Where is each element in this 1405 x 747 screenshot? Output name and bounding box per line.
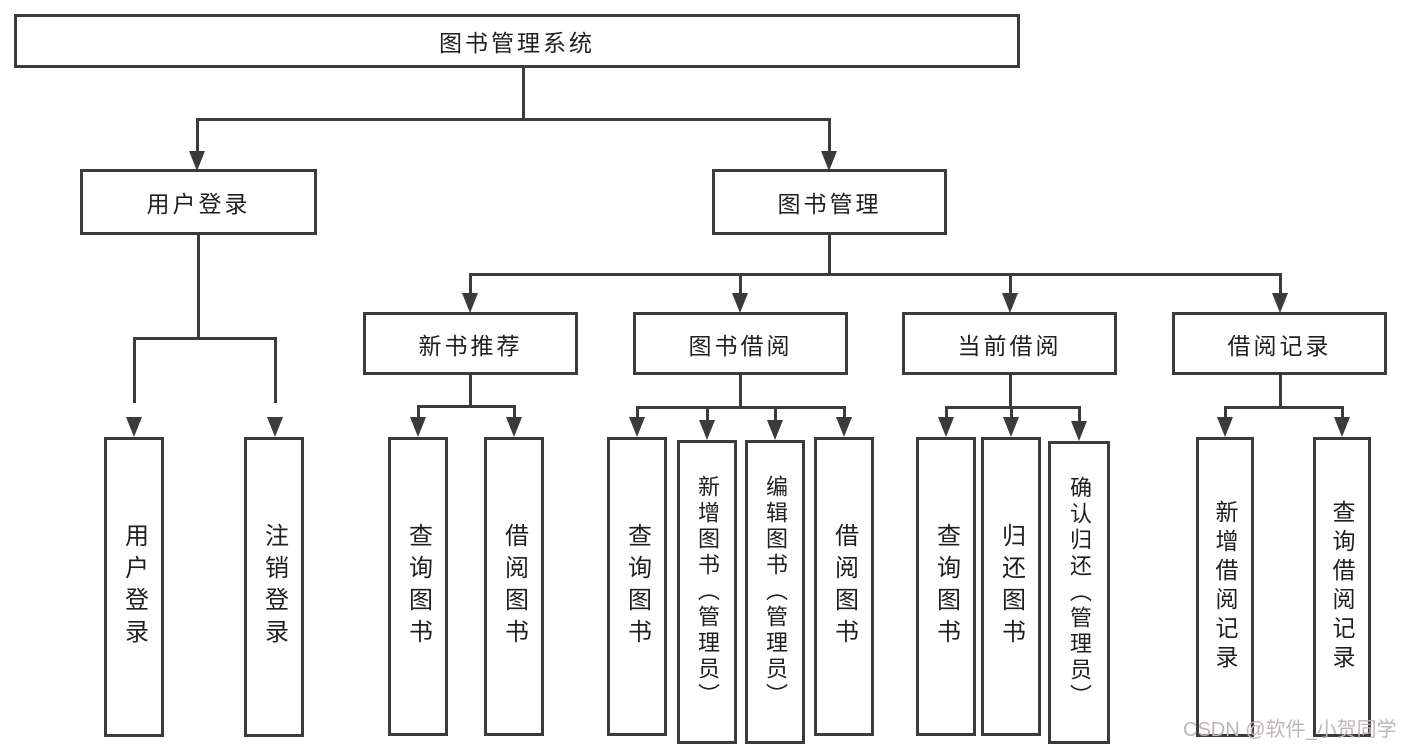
arrow-down-icon [732, 293, 748, 313]
leaf-cb-confirm-return-admin: 确认归还（管理员） [1048, 441, 1110, 744]
connector-line [418, 405, 515, 408]
arrow-down-icon [267, 417, 283, 437]
connector-line [1224, 406, 1227, 422]
connector-line [1225, 406, 1343, 409]
connector-line [828, 233, 831, 275]
arrow-down-icon [506, 417, 522, 437]
connector-line [469, 373, 472, 407]
arrow-down-icon [126, 417, 142, 437]
node-borrowing-records: 借阅记录 [1172, 312, 1387, 375]
leaf-bb-add-books-admin: 新增图书（管理员） [677, 440, 737, 744]
arrow-down-icon [699, 420, 715, 440]
connector-line [843, 406, 846, 422]
node-current-borrowing: 当前借阅 [902, 312, 1117, 375]
connector-line [636, 406, 639, 422]
connector-line [1279, 373, 1282, 408]
arrow-down-icon [1071, 421, 1087, 441]
connector-line [1078, 406, 1081, 422]
leaf-logout: 注销登录 [244, 437, 304, 737]
connector-line [739, 373, 742, 408]
leaf-cb-return-books: 归还图书 [981, 437, 1041, 736]
leaf-rec-query-books: 查询图书 [388, 437, 448, 736]
connector-line [1279, 273, 1282, 299]
connector-line [706, 406, 709, 422]
arrow-down-icon [767, 420, 783, 440]
arrow-down-icon [629, 417, 645, 437]
arrow-down-icon [836, 417, 852, 437]
connector-line [945, 406, 948, 422]
leaf-bb-borrow-books: 借阅图书 [814, 437, 874, 736]
connector-line [197, 233, 200, 339]
leaf-bb-edit-books-admin: 编辑图书（管理员） [745, 440, 805, 744]
connector-line [470, 273, 1281, 276]
connector-line [739, 273, 742, 299]
connector-line [274, 337, 277, 403]
connector-line [196, 118, 199, 156]
arrow-down-icon [1334, 417, 1350, 437]
leaf-br-query-record: 查询借阅记录 [1313, 437, 1371, 737]
arrow-down-icon [938, 417, 954, 437]
arrow-down-icon [1002, 293, 1018, 313]
node-book-management: 图书管理 [712, 169, 947, 235]
connector-line [946, 406, 1080, 409]
connector-line [133, 337, 136, 403]
csdn-watermark: CSDN @软件_小贺同学 [1183, 719, 1397, 741]
connector-line [513, 405, 516, 423]
connector-line [417, 405, 420, 423]
node-library-system: 图书管理系统 [14, 14, 1020, 68]
arrow-down-icon [462, 293, 478, 313]
leaf-rec-borrow-books: 借阅图书 [484, 437, 544, 736]
arrow-down-icon [1003, 417, 1019, 437]
arrow-down-icon [1217, 417, 1233, 437]
connector-line [133, 337, 276, 340]
connector-line [1009, 373, 1012, 408]
leaf-br-add-record: 新增借阅记录 [1196, 437, 1254, 737]
node-user-login: 用户登录 [80, 169, 317, 235]
connector-line [1009, 273, 1012, 299]
connector-line [197, 118, 831, 121]
connector-line [1341, 406, 1344, 422]
leaf-cb-query-books: 查询图书 [916, 437, 976, 736]
connector-line [828, 118, 831, 156]
leaf-bb-query-books: 查询图书 [607, 437, 667, 736]
arrow-down-icon [410, 417, 426, 437]
arrow-down-icon [189, 151, 205, 171]
connector-line [522, 66, 525, 120]
connector-line [469, 273, 472, 299]
node-book-borrowing: 图书借阅 [633, 312, 848, 375]
leaf-user-login: 用户登录 [104, 437, 164, 737]
connector-line [637, 406, 845, 409]
arrow-down-icon [1272, 293, 1288, 313]
connector-line [774, 406, 777, 422]
node-new-book-recommend: 新书推荐 [363, 312, 578, 375]
arrow-down-icon [821, 151, 837, 171]
connector-line [1010, 406, 1013, 422]
